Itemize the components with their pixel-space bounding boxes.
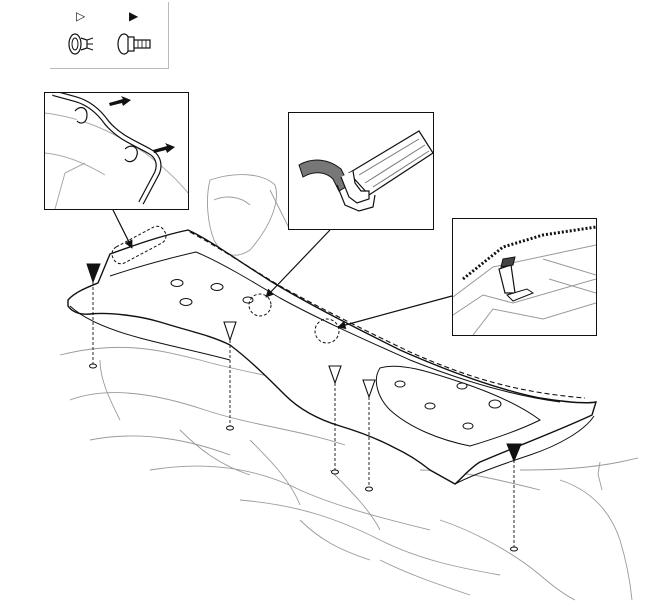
cowl-top-cover: [67, 229, 598, 485]
clip-fastener-icon: [68, 33, 94, 55]
vehicle-body-ghost-lines: [59, 174, 639, 601]
detail-callout-clip-engagement: [288, 112, 434, 230]
clip-marker-symbol: ▷: [76, 9, 86, 23]
detail-callout-hose-routing: [44, 92, 189, 210]
bolt-fastener-icon: [117, 33, 151, 55]
fastener-drop-lines: [92, 282, 515, 548]
clip-engagement-detail: [298, 130, 433, 212]
bolt-marker-symbol: ▶: [129, 9, 139, 23]
bolt-markers: [86, 263, 522, 463]
callout-leader-lines: [111, 207, 453, 330]
hose-routing-detail: [45, 93, 188, 209]
detail-callout-cowl-seal: [452, 218, 597, 336]
detail-circle-markers: [111, 225, 340, 344]
fastener-drop-endpoints: [89, 363, 518, 552]
fastener-legend: ▷ ▶: [50, 2, 169, 69]
cowl-mounting-holes: [170, 279, 502, 430]
clip-markers: [223, 321, 376, 399]
cowl-seal-detail: [453, 225, 596, 335]
